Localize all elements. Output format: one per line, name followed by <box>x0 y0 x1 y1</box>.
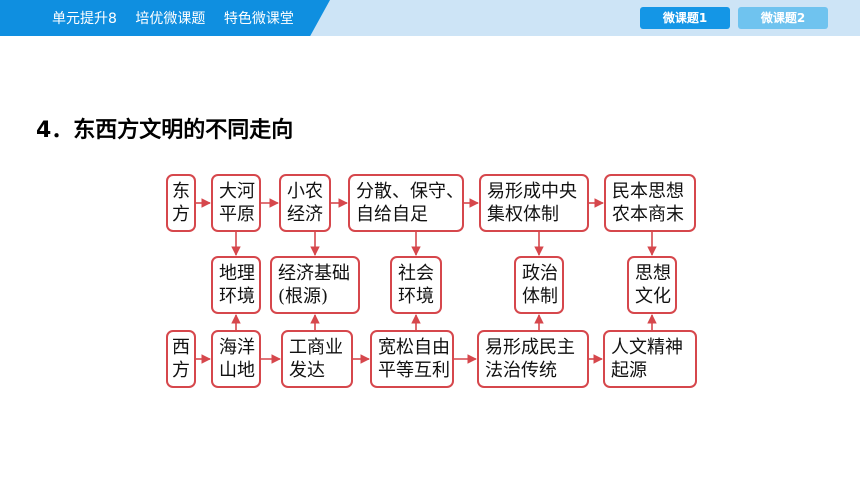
node-text-line: 易形成民主 <box>485 337 575 358</box>
node-text-line: 民本思想 <box>612 181 684 202</box>
diagram-node-w3: 宽松自由平等互利 <box>370 330 454 388</box>
node-text-line: 农本商末 <box>612 204 684 225</box>
node-text-line: 社会 <box>398 263 434 284</box>
node-text-line: 人文精神 <box>611 337 683 358</box>
node-text-line: 平原 <box>219 204 255 225</box>
breadcrumb-item[interactable]: 培优微课题 <box>135 11 206 27</box>
node-text-line: 西 <box>172 337 190 358</box>
node-text-line: (根源) <box>278 286 329 307</box>
diagram-node-m4: 政治体制 <box>514 256 564 314</box>
node-text-line: 起源 <box>611 360 647 381</box>
diagram-node-west: 西方 <box>166 330 196 388</box>
diagram-node-e4: 易形成中央集权体制 <box>479 174 589 232</box>
tab-micro-topic-2[interactable]: 微课题2 <box>738 7 828 29</box>
node-text-line: 宽松自由 <box>378 337 450 358</box>
diagram-node-m2: 经济基础(根源) <box>270 256 360 314</box>
node-text-line: 集权体制 <box>487 204 559 225</box>
diagram-node-w2: 工商业发达 <box>281 330 353 388</box>
diagram-node-m5: 思想文化 <box>627 256 677 314</box>
node-text-line: 体制 <box>522 286 558 307</box>
node-text-line: 小农 <box>287 181 323 202</box>
node-text-line: 经济基础 <box>278 263 350 284</box>
node-text-line: 思想 <box>635 263 671 284</box>
node-text-line: 环境 <box>398 286 434 307</box>
node-text-line: 文化 <box>635 286 671 307</box>
node-text-line: 发达 <box>289 360 325 381</box>
breadcrumb: 单元提升8 培优微课题 特色微课堂 <box>52 8 308 28</box>
diagram-node-w5: 人文精神起源 <box>603 330 697 388</box>
diagram-node-e5: 民本思想农本商末 <box>604 174 696 232</box>
node-text-line: 海洋 <box>219 337 255 358</box>
node-text-line: 政治 <box>522 263 558 284</box>
node-text-line: 经济 <box>287 204 323 225</box>
diagram-node-m3: 社会环境 <box>390 256 442 314</box>
node-text-line: 平等互利 <box>378 360 450 381</box>
diagram-node-w4: 易形成民主法治传统 <box>477 330 589 388</box>
node-text-line: 易形成中央 <box>487 181 577 202</box>
node-text-line: 自给自足 <box>356 204 428 225</box>
header-accent <box>0 0 330 36</box>
diagram-node-m1: 地理环境 <box>211 256 261 314</box>
diagram-node-w1: 海洋山地 <box>211 330 261 388</box>
node-text-line: 方 <box>172 360 190 381</box>
diagram-node-e1: 大河平原 <box>211 174 261 232</box>
diagram-node-east: 东方 <box>166 174 196 232</box>
node-text-line: 大河 <box>219 181 255 202</box>
node-text-line: 法治传统 <box>485 360 557 381</box>
breadcrumb-item[interactable]: 特色微课堂 <box>223 11 294 27</box>
node-text-line: 东 <box>172 181 190 202</box>
section-title: 4．东西方文明的不同走向 <box>36 118 294 143</box>
breadcrumb-item[interactable]: 单元提升8 <box>52 11 117 27</box>
diagram-node-e2: 小农经济 <box>279 174 331 232</box>
diagram-node-e3: 分散、保守、自给自足 <box>348 174 464 232</box>
tab-micro-topic-1[interactable]: 微课题1 <box>640 7 730 29</box>
node-text-line: 分散、保守、 <box>356 181 464 202</box>
node-text-line: 方 <box>172 204 190 225</box>
node-text-line: 工商业 <box>289 337 343 358</box>
node-text-line: 山地 <box>219 360 255 381</box>
node-text-line: 环境 <box>219 286 255 307</box>
node-text-line: 地理 <box>219 263 255 284</box>
